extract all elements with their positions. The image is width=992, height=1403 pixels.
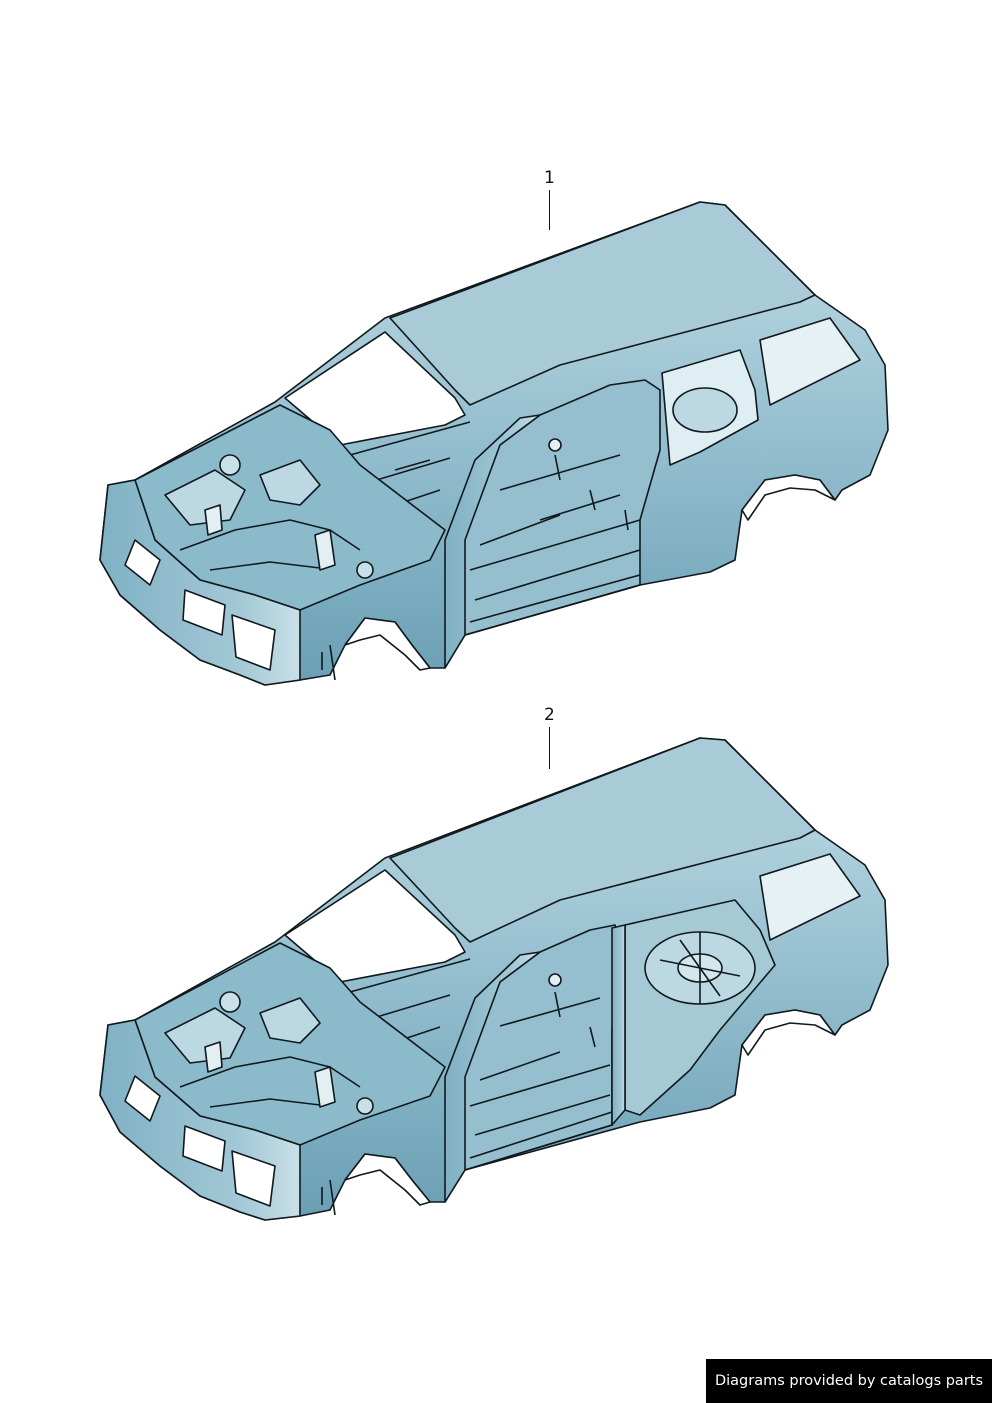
credit-banner: Diagrams provided by catalogs parts <box>706 1359 992 1403</box>
a-pillar <box>444 951 541 1203</box>
roof-panel <box>389 201 816 406</box>
spare-wheel-well <box>672 387 738 433</box>
rear-side-window <box>759 317 861 406</box>
a-pillar <box>444 414 541 669</box>
callout-label-1: 1 <box>544 168 555 188</box>
body-shell-diagram-1[interactable] <box>0 190 992 700</box>
roof-panel <box>389 737 816 943</box>
callout-label-2: 2 <box>544 705 555 725</box>
leader-line-2 <box>549 727 551 769</box>
front-wheel-arch <box>344 1153 431 1206</box>
rear-side-window <box>759 853 861 941</box>
rear-wheel-arch <box>741 1009 836 1056</box>
front-wheel-arch <box>344 617 431 671</box>
rear-wheel-arch <box>741 474 836 521</box>
body-shell-diagram-2[interactable] <box>0 730 992 1230</box>
leader-line-1 <box>549 190 551 230</box>
b-pillar <box>611 924 626 1126</box>
